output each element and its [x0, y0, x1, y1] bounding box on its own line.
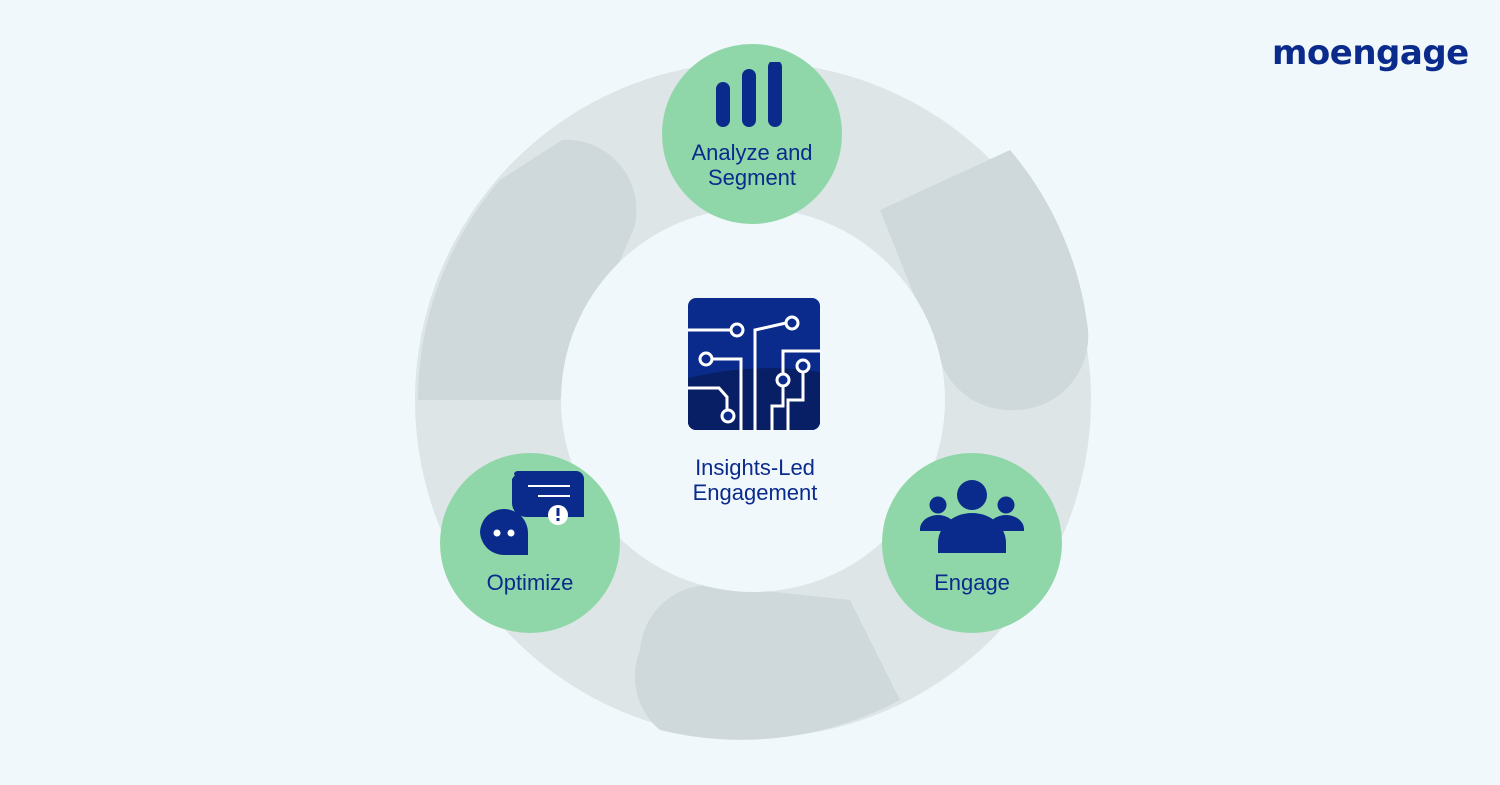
- node-label: Engage: [882, 570, 1062, 595]
- node-label-line1: Engage: [934, 570, 1010, 595]
- node-optimize: Optimize: [440, 453, 620, 633]
- ring-segment-bottom: [634, 584, 900, 740]
- node-label: Optimize: [440, 570, 620, 595]
- center-label-line1: Insights-Led: [695, 455, 815, 480]
- people-group-icon: [920, 480, 1024, 553]
- node-analyze-segment: Analyze and Segment: [662, 44, 842, 224]
- ring-segment-right: [880, 150, 1089, 411]
- bar-chart-icon: [716, 62, 782, 127]
- node-engage: Engage: [882, 453, 1062, 633]
- node-label-line2: Segment: [707, 165, 797, 190]
- center-label: Insights-Led Engagement: [640, 455, 870, 505]
- node-label-line1: Analyze and: [691, 140, 813, 165]
- node-label: Analyze and Segment: [662, 140, 842, 190]
- node-label-line1: Optimize: [486, 570, 574, 595]
- ring-segment-left: [418, 139, 637, 400]
- center-label-line2: Engagement: [692, 480, 818, 505]
- circuit-icon: [688, 298, 820, 430]
- chat-bubbles-icon: [480, 471, 584, 555]
- brand-logo: moengage: [1272, 33, 1469, 73]
